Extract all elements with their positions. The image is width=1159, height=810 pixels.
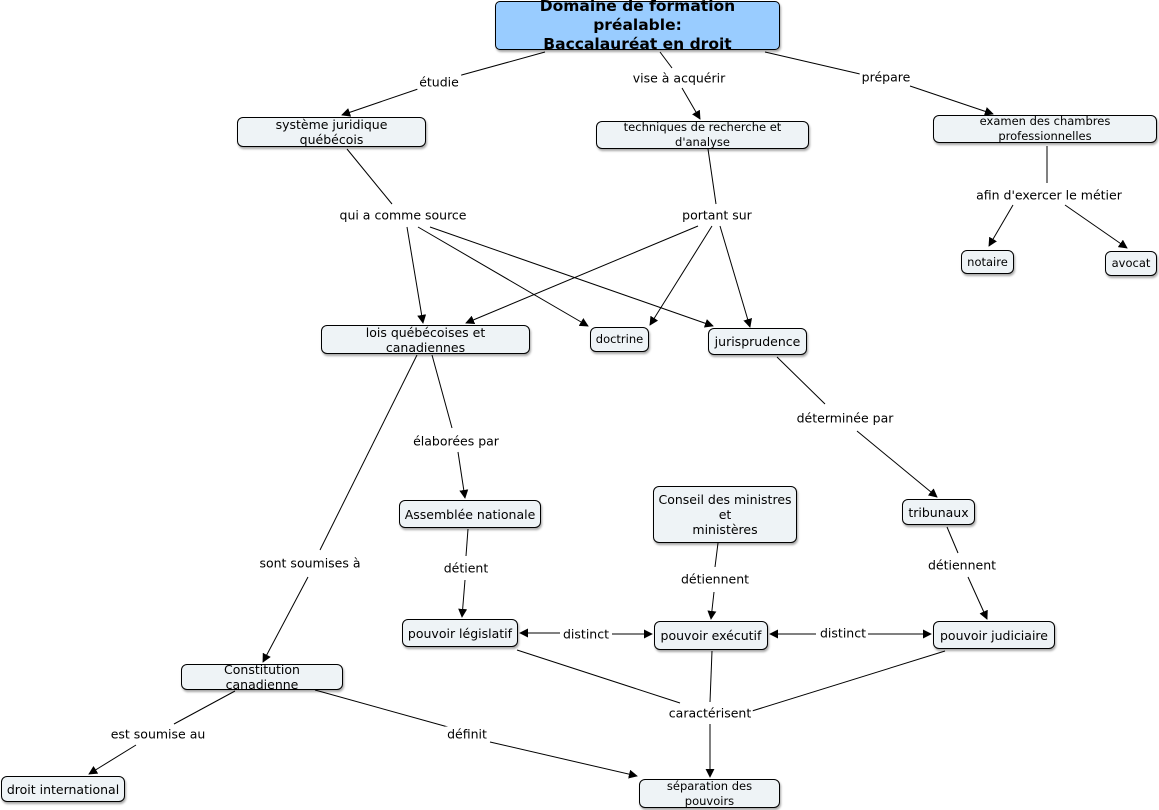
node-separation-pouvoirs[interactable]: séparation des pouvoirs: [639, 779, 780, 808]
node-lois[interactable]: lois québécoises et canadiennes: [321, 325, 530, 355]
node-tribunaux[interactable]: tribunaux: [902, 499, 975, 525]
link-label-distinct-2: distinct: [818, 625, 868, 641]
link-label-definit: définit: [445, 726, 489, 742]
link-label-prepare: prépare: [859, 69, 913, 85]
node-techniques-recherche[interactable]: techniques de recherche et d'analyse: [596, 120, 809, 149]
node-assemblee-nationale[interactable]: Assemblée nationale: [399, 500, 541, 528]
node-pouvoir-judiciaire[interactable]: pouvoir judiciaire: [933, 621, 1055, 649]
node-conseil-ministres[interactable]: Conseil des ministres et ministères: [653, 486, 797, 543]
node-notaire[interactable]: notaire: [961, 250, 1014, 274]
root-concept-node[interactable]: Domaine de formation préalable: Baccalau…: [495, 0, 780, 53]
link-label-vise-acquerir: vise à acquérir: [630, 70, 728, 86]
node-constitution-canadienne[interactable]: Constitution canadienne: [181, 662, 343, 692]
node-pouvoir-legislatif[interactable]: pouvoir législatif: [402, 619, 518, 647]
link-label-detiennent-judiciaire: détiennent: [925, 557, 999, 573]
node-droit-international[interactable]: droit international: [1, 776, 125, 802]
node-doctrine[interactable]: doctrine: [590, 327, 649, 352]
link-label-distinct-1: distinct: [561, 626, 611, 642]
link-label-afin-exercer: afin d'exercer le métier: [974, 187, 1124, 203]
link-label-sont-soumises: sont soumises à: [257, 555, 363, 571]
node-pouvoir-executif[interactable]: pouvoir exécutif: [654, 621, 768, 650]
node-examen-chambres[interactable]: examen des chambres professionnelles: [933, 114, 1157, 143]
link-label-caracterisent: caractérisent: [666, 705, 754, 721]
link-label-determinee-par: déterminée par: [794, 410, 896, 426]
link-label-detient: détient: [441, 560, 491, 576]
node-jurisprudence[interactable]: jurisprudence: [708, 328, 807, 355]
node-avocat[interactable]: avocat: [1105, 251, 1157, 276]
link-label-portant-sur: portant sur: [680, 207, 754, 223]
link-label-est-soumise-au: est soumise au: [108, 726, 208, 742]
link-label-elaborees-par: élaborées par: [411, 433, 501, 449]
link-label-detiennent-executif: détiennent: [678, 571, 752, 587]
link-label-qui-a-comme-source: qui a comme source: [337, 207, 469, 223]
node-systeme-juridique[interactable]: système juridique québécois: [237, 117, 426, 147]
link-label-etudie: étudie: [417, 74, 461, 90]
